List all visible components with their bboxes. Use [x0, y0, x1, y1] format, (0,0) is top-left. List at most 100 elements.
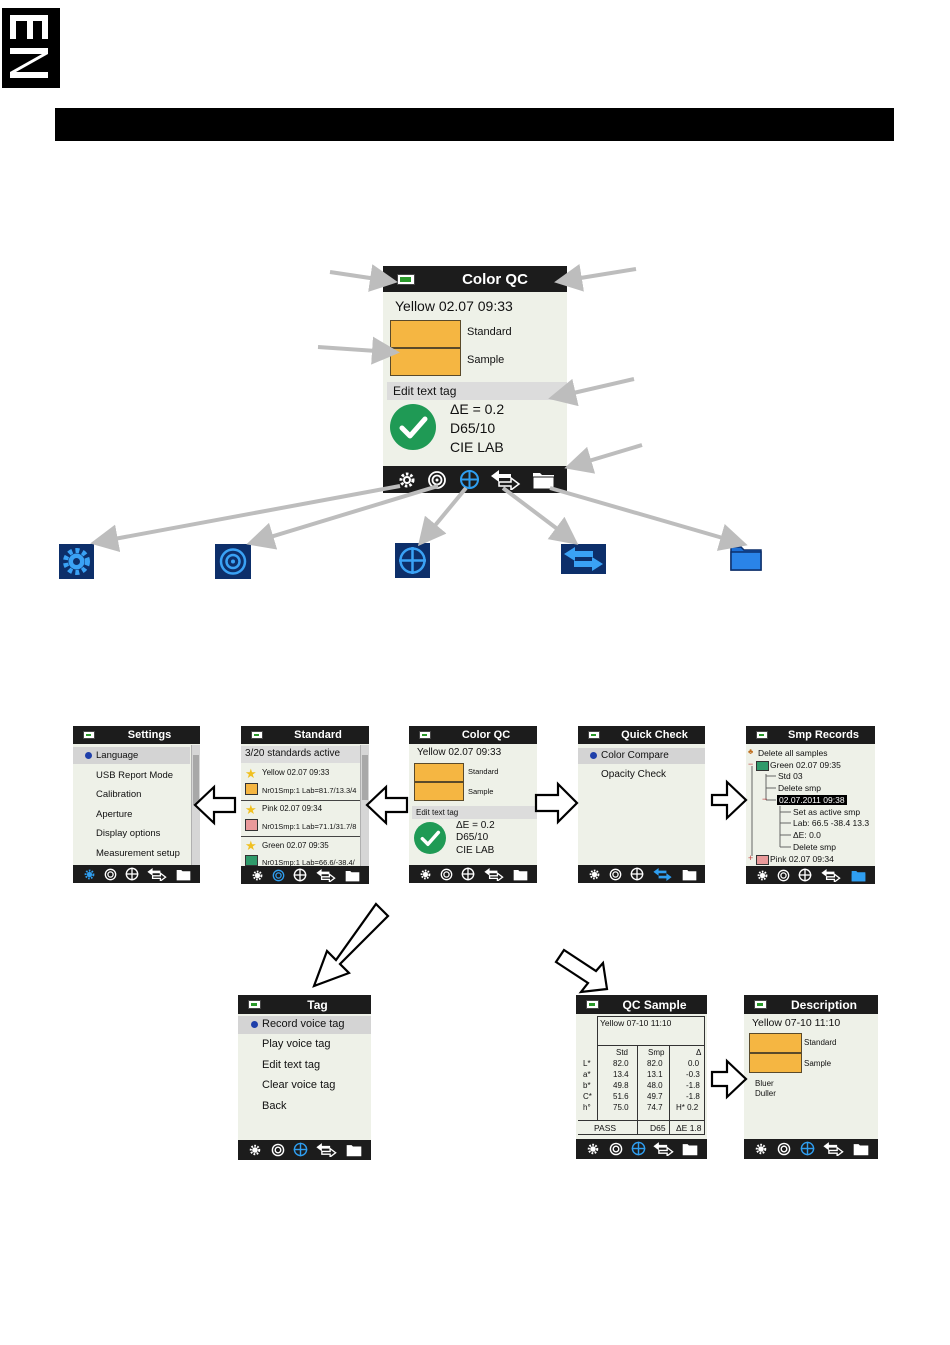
gear-icon[interactable] [397, 470, 417, 490]
gear-icon[interactable] [419, 868, 432, 881]
target-icon[interactable] [440, 868, 453, 881]
exchange-arrows-icon[interactable] [822, 1142, 844, 1156]
list-item[interactable]: Yellow 02.07 09:33 [262, 768, 330, 777]
target-icon[interactable] [777, 869, 790, 882]
scrollbar[interactable] [191, 745, 200, 865]
delta-value: -1.8 [686, 1081, 700, 1090]
edit-tag-bar[interactable] [387, 382, 567, 400]
target-icon [215, 544, 251, 579]
crosshair-icon[interactable] [293, 1142, 308, 1157]
callout-arrow [329, 264, 398, 292]
expand-toggle[interactable]: + [748, 853, 754, 863]
menu-item[interactable]: USB Report Mode [96, 770, 174, 781]
target-icon[interactable] [777, 1142, 791, 1156]
gear-icon[interactable] [586, 1142, 600, 1156]
target-icon[interactable] [427, 470, 447, 490]
tree-item[interactable]: Set as active smp [793, 807, 861, 817]
exchange-arrows-icon[interactable] [489, 470, 521, 490]
delta-value: H* 0.2 [676, 1103, 699, 1112]
exchange-arrows-icon[interactable] [315, 869, 336, 882]
crosshair-icon[interactable] [461, 867, 475, 881]
menu-item[interactable]: Opacity Check [601, 769, 667, 780]
exchange-arrows-icon[interactable] [820, 869, 841, 882]
menu-item[interactable]: Color Compare [601, 750, 669, 761]
standard-screen: Standard 3/20 standards active ★ Yellow … [241, 726, 369, 884]
folder-icon[interactable] [682, 1142, 698, 1156]
target-icon[interactable] [104, 868, 117, 881]
target-icon[interactable] [609, 1142, 623, 1156]
exchange-arrows-icon[interactable] [483, 868, 504, 881]
list-item[interactable]: Nr01Smp:1 Lab=71.1/31.7/8 [262, 822, 357, 831]
scrollbar[interactable] [360, 745, 369, 866]
menu-item[interactable]: Measurement setup [96, 848, 180, 859]
folder-icon[interactable] [176, 868, 191, 881]
menu-item[interactable]: Language [96, 750, 139, 761]
row-label: L* [583, 1059, 591, 1068]
folder-icon[interactable] [513, 868, 528, 881]
gear-icon[interactable] [754, 1142, 768, 1156]
list-item[interactable]: Green 02.07 09:35 [262, 841, 329, 850]
exchange-arrows-icon[interactable] [146, 868, 167, 881]
list-item[interactable]: Pink 02.07 09:34 [262, 804, 323, 813]
tree-item[interactable]: Delete all samples [758, 748, 828, 758]
screen-footer [744, 1139, 878, 1159]
screen-header: Settings [73, 726, 200, 744]
list-item[interactable]: Nr01Smp:1 Lab=81.7/13.3/4 [262, 786, 357, 795]
menu-item[interactable]: Record voice tag [262, 1018, 345, 1030]
menu-item[interactable]: Edit text tag [262, 1059, 321, 1071]
col-header: Smp [648, 1048, 665, 1057]
exchange-arrows-icon[interactable] [315, 1143, 337, 1157]
gear-icon[interactable] [756, 869, 769, 882]
target-icon[interactable] [609, 868, 622, 881]
collapse-toggle[interactable]: − [748, 759, 754, 769]
delta-value: 0.0 [688, 1059, 700, 1068]
tree-item[interactable]: Std 03 [778, 771, 803, 781]
collapse-toggle[interactable]: − [762, 794, 768, 804]
screen-title: Color QC [462, 270, 528, 288]
folder-icon[interactable] [853, 1142, 869, 1156]
tree-item-selected[interactable]: 02.07.2011 09:38 [777, 795, 847, 805]
gear-icon[interactable] [83, 868, 96, 881]
edit-tag-bar[interactable] [412, 806, 537, 819]
std-value: 75.0 [613, 1103, 629, 1112]
folder-icon[interactable] [345, 869, 360, 882]
crosshair-icon[interactable] [631, 1141, 646, 1156]
target-icon[interactable] [271, 1143, 285, 1157]
sample-name: Yellow 02.07 09:33 [417, 747, 502, 758]
menu-item[interactable]: Clear voice tag [262, 1079, 336, 1091]
tree-item[interactable]: ΔE: 0.0 [793, 830, 821, 840]
standard-swatch [414, 763, 464, 782]
menu-item[interactable]: Play voice tag [262, 1038, 331, 1050]
menu-item[interactable]: Calibration [96, 789, 142, 800]
crosshair-icon[interactable] [798, 868, 812, 882]
folder-icon[interactable] [532, 470, 555, 490]
tree-item[interactable]: Delete smp [793, 842, 836, 852]
exchange-arrows-icon[interactable] [652, 1142, 674, 1156]
folder-icon[interactable] [851, 869, 866, 882]
crosshair-icon[interactable] [800, 1141, 815, 1156]
menu-item[interactable]: Display options [96, 828, 161, 839]
crosshair-icon[interactable] [459, 469, 480, 490]
menu-item[interactable]: Aperture [96, 809, 133, 820]
menu-item[interactable]: Back [262, 1100, 287, 1112]
gear-icon[interactable] [588, 868, 601, 881]
target-icon[interactable] [272, 869, 285, 882]
flow-arrow-right [534, 781, 579, 825]
green-swatch [756, 761, 769, 771]
folder-icon[interactable] [346, 1143, 362, 1157]
crosshair-icon[interactable] [293, 868, 307, 882]
folder-icon[interactable] [682, 868, 697, 881]
tree-item[interactable]: Green 02.07 09:35 [770, 760, 841, 770]
list-item[interactable]: Nr01Smp:1 Lab=66.6/-38.4/ [262, 858, 355, 867]
tree-item[interactable]: Pink 02.07 09:34 [770, 854, 834, 864]
tree-item[interactable]: Lab: 66.5 -38.4 13.3 [793, 818, 870, 828]
gear-icon[interactable] [248, 1143, 262, 1157]
exchange-arrows-icon[interactable] [652, 868, 673, 881]
callout-arrow [90, 484, 401, 553]
delta-value: -1.8 [686, 1092, 700, 1101]
tree-item[interactable]: Delete smp [778, 783, 821, 793]
crosshair-icon[interactable] [125, 867, 139, 881]
crosshair-icon[interactable] [630, 867, 644, 881]
callout-arrow [246, 484, 439, 550]
gear-icon[interactable] [251, 869, 264, 882]
